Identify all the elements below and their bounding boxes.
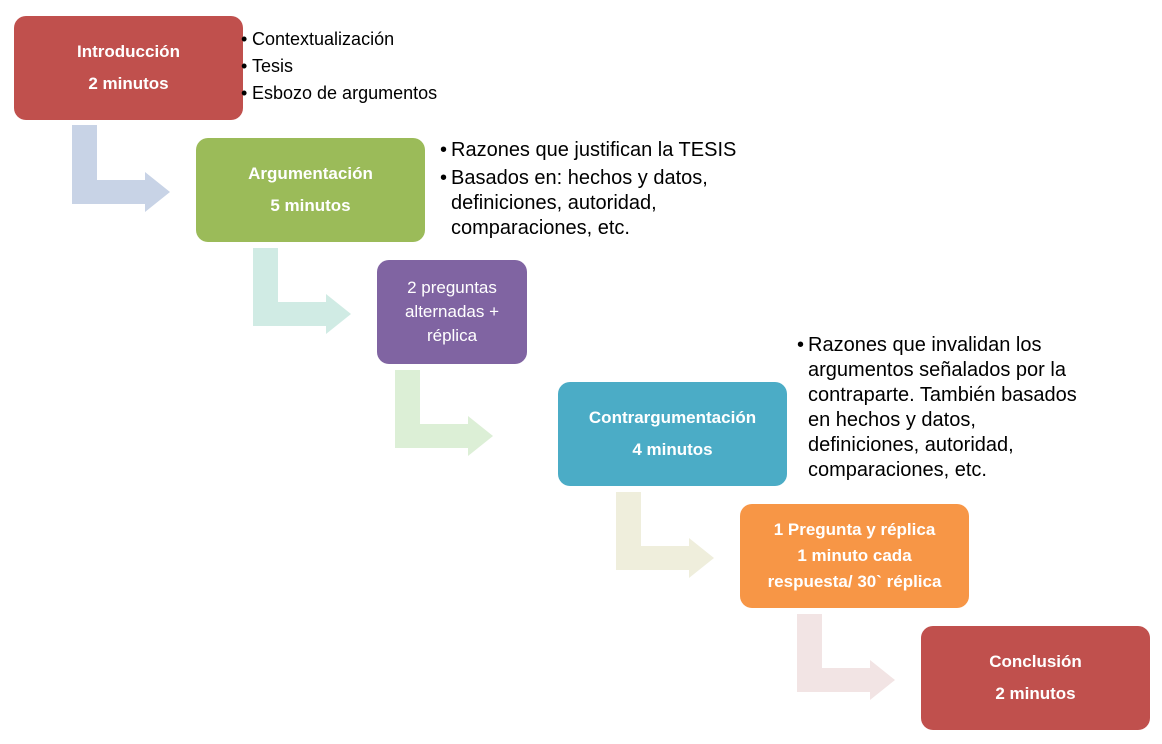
note-text: argumentos señalados por la — [808, 359, 1066, 381]
step-line: alternadas + — [404, 302, 500, 321]
note-text: Razones que invalidan los — [808, 334, 1042, 356]
step-line: 2 preguntas — [407, 278, 497, 297]
argumentacion-notes-list: Razones que justifican la TESIS Basados … — [440, 138, 736, 244]
step-duration: 2 minutos — [88, 74, 169, 93]
note-text: en hechos y datos, — [808, 409, 976, 431]
step-line: 1 minuto cada — [797, 546, 912, 565]
contra-note-item: Razones que invalidan los argumentos señ… — [797, 333, 1077, 483]
bent-arrow-1 — [72, 125, 170, 212]
step-preguntas-box: 2 preguntas alternadas + réplica — [377, 260, 527, 364]
step-duration: 2 minutos — [995, 684, 1076, 703]
intro-note-item: Esbozo de argumentos — [241, 80, 437, 107]
note-text: definiciones, autoridad, — [808, 434, 1014, 456]
step-argumentacion-box: Argumentación 5 minutos — [196, 138, 425, 242]
step-duration: 5 minutos — [270, 196, 351, 215]
bent-arrow-4 — [616, 492, 714, 578]
step-title: Introducción — [77, 42, 180, 61]
step-title: Argumentación — [248, 164, 373, 183]
bent-arrow-5 — [797, 614, 895, 700]
note-text: comparaciones, etc. — [808, 459, 987, 481]
note-text: comparaciones, etc. — [451, 217, 630, 239]
note-text: Basados en: hechos y datos, — [451, 167, 708, 189]
argumentacion-note-item: Razones que justifican la TESIS — [440, 138, 736, 163]
argumentacion-note-item: Basados en: hechos y datos, definiciones… — [440, 166, 736, 241]
step-line: réplica — [426, 326, 478, 345]
intro-note-item: Contextualización — [241, 26, 437, 53]
note-text: contraparte. También basados — [808, 384, 1077, 406]
step-title: Contrargumentación — [588, 408, 757, 427]
step-introduccion-box: Introducción 2 minutos — [14, 16, 243, 120]
bent-arrow-2 — [253, 248, 351, 334]
bent-arrow-3 — [395, 370, 493, 456]
step-pregunta-replica-box: 1 Pregunta y réplica 1 minuto cada respu… — [740, 504, 969, 608]
step-title: 1 Pregunta y réplica — [773, 520, 936, 539]
contra-notes-list: Razones que invalidan los argumentos señ… — [797, 333, 1077, 486]
step-contrargumentacion-box: Contrargumentación 4 minutos — [558, 382, 787, 486]
step-duration: 4 minutos — [632, 440, 713, 459]
intro-note-item: Tesis — [241, 53, 437, 80]
step-conclusion-box: Conclusión 2 minutos — [921, 626, 1150, 730]
step-line: respuesta/ 30` réplica — [767, 572, 942, 591]
note-text: Razones que justifican la TESIS — [451, 139, 737, 161]
step-title: Conclusión — [989, 652, 1082, 671]
note-text: definiciones, autoridad, — [451, 192, 657, 214]
intro-notes-list: Contextualización Tesis Esbozo de argume… — [241, 26, 437, 107]
